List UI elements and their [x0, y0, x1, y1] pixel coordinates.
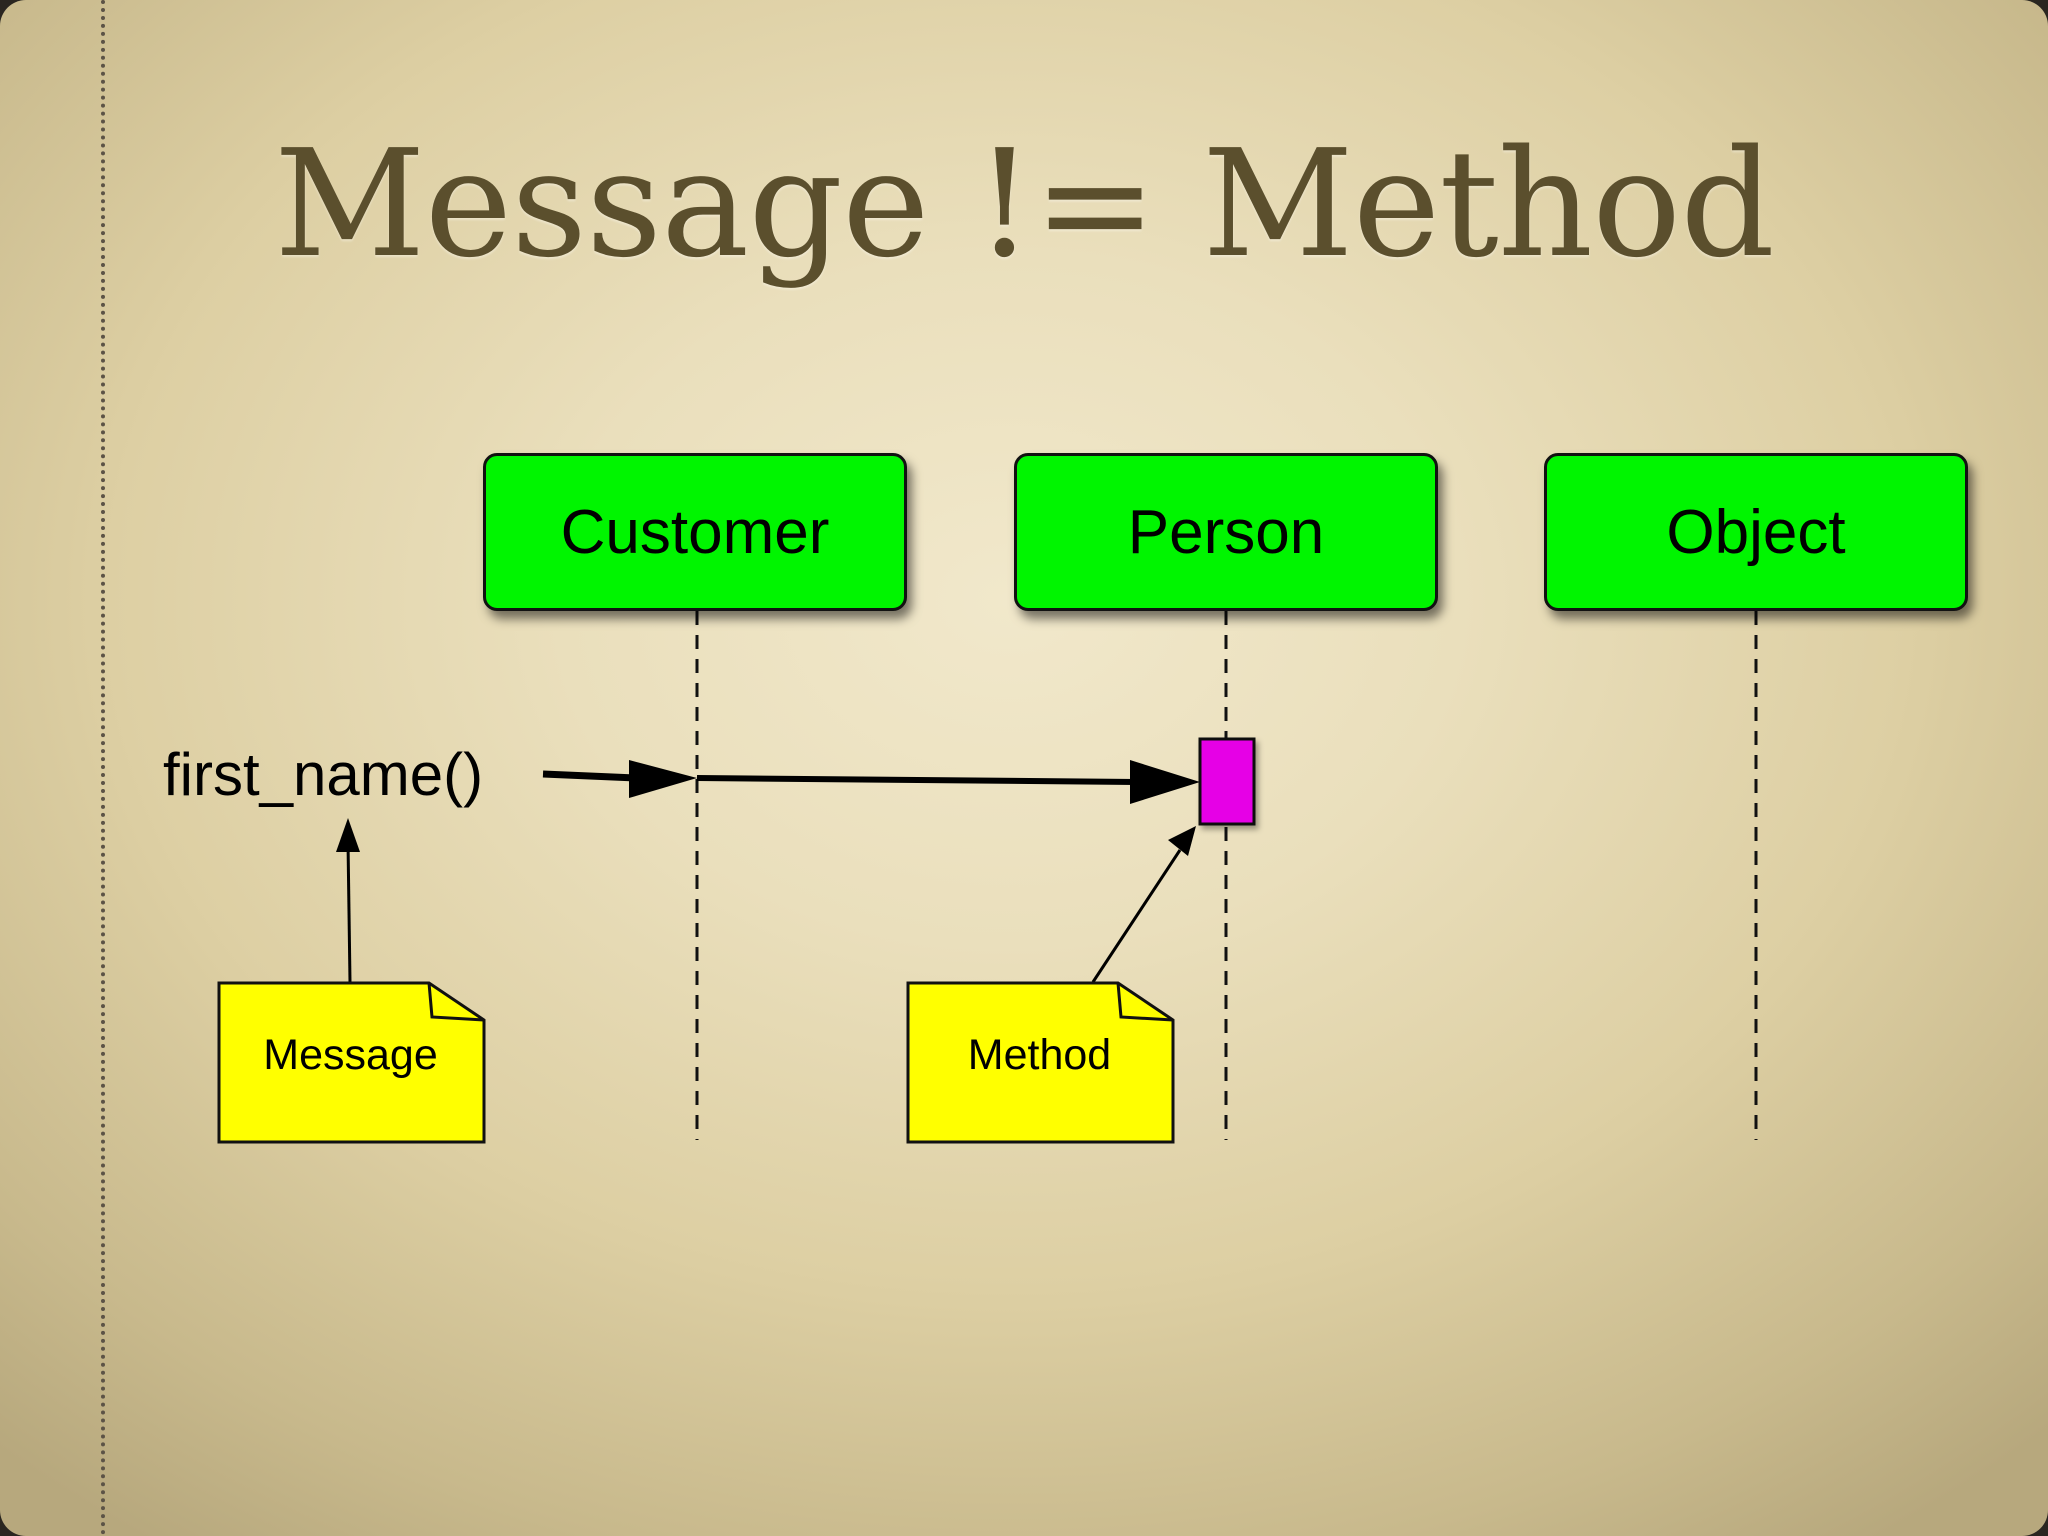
message-arrowhead-customer [629, 760, 697, 798]
message-call-label: first_name() [163, 741, 484, 808]
message-arrow-to-person [696, 775, 1137, 785]
method-note-pointer [1091, 849, 1182, 983]
lifeline-box-person: Person [1014, 453, 1438, 611]
note-message-label: Message [263, 1031, 438, 1079]
note-message [217, 981, 486, 1144]
message-note-pointer-head [336, 818, 360, 852]
message-arrow-to-customer [542, 770, 637, 782]
note-method [906, 981, 1175, 1144]
lifeline-box-object: Object [1544, 453, 1968, 611]
margin-dotted-line [101, 0, 105, 1536]
lifeline-box-customer: Customer [483, 453, 907, 611]
message-arrowhead-person [1130, 760, 1200, 804]
note-method-label: Method [967, 1031, 1112, 1079]
message-note-pointer [346, 841, 352, 983]
method-note-pointer-head [1168, 826, 1196, 856]
slide-title: Message != Method [274, 118, 1775, 290]
method-activation-box [1198, 737, 1256, 826]
